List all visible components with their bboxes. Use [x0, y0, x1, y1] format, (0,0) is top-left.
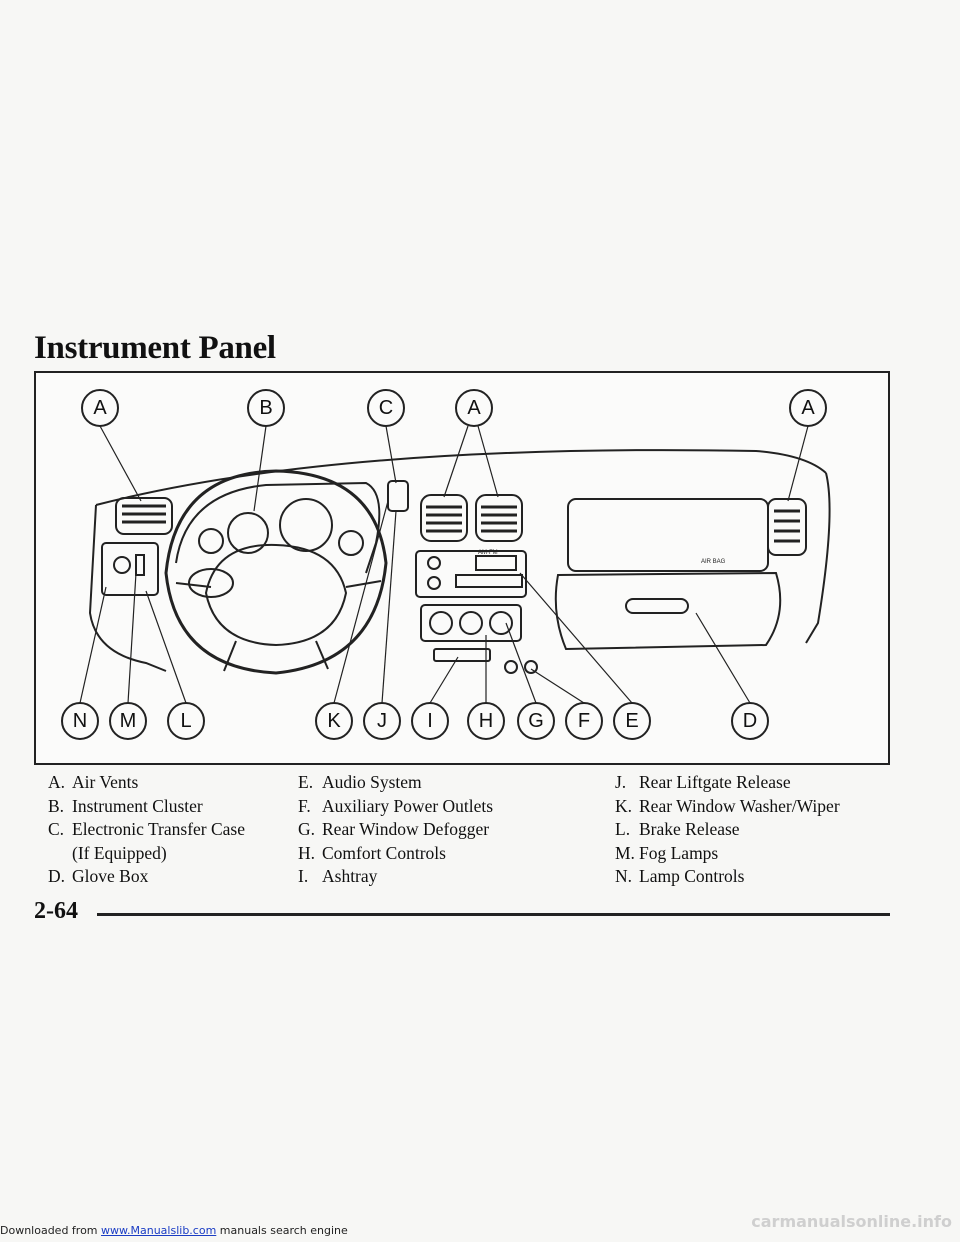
legend-key: D.: [48, 866, 66, 886]
legend-key: B.: [48, 795, 65, 816]
steering-wheel-hub: [204, 543, 348, 647]
callout-n: N: [73, 710, 87, 732]
legend-text: Glove Box: [72, 866, 149, 886]
legend-text: Auxiliary Power Outlets: [322, 795, 494, 816]
callout-m: M: [120, 710, 137, 732]
instrument-cluster-outline: [175, 481, 381, 574]
legend-key: L.: [615, 819, 631, 839]
legend-item: G. Rear Window Defogger: [298, 818, 493, 842]
speedometer: [227, 512, 269, 554]
callout-d: D: [743, 710, 757, 732]
legend-item: B. Instrument Cluster: [48, 795, 245, 819]
legend-item: D. Glove Box: [48, 865, 245, 889]
legend-text: Brake Release: [639, 819, 740, 839]
legend-item: K. Rear Window Washer/Wiper: [615, 795, 840, 819]
dash-body-outline: [88, 504, 167, 672]
download-suffix: manuals search engine: [216, 1224, 348, 1237]
legend-item: A. Air Vents: [48, 771, 245, 795]
footer-rule: [97, 913, 890, 916]
legend-key: H.: [298, 842, 316, 863]
center-vent-left: [420, 494, 468, 542]
legend-text: Fog Lamps: [639, 842, 719, 863]
legend-key: K.: [615, 795, 633, 816]
callout-g: G: [528, 710, 544, 732]
transfer-case-switch: [387, 480, 409, 512]
legend-text: Air Vents: [72, 772, 139, 792]
callout-b: B: [259, 397, 272, 419]
glove-box-handle: [625, 598, 689, 614]
legend-text: Instrument Cluster: [72, 795, 203, 816]
callout-j: J: [377, 710, 387, 732]
legend-item: I. Ashtray: [298, 865, 493, 889]
glove-box-door: [554, 571, 782, 651]
legend-key: N.: [615, 866, 633, 886]
left-vent: [115, 497, 173, 535]
left-switch-panel: [101, 542, 159, 596]
manualslib-link[interactable]: www.Manualslib.com: [101, 1224, 217, 1237]
legend-item: M.Fog Lamps: [615, 842, 840, 866]
callout-c: C: [379, 397, 393, 419]
legend-column-3: J. Rear Liftgate Release K. Rear Window Wa…: [615, 771, 840, 889]
legend-item: L. Brake Release: [615, 818, 840, 842]
legend-text: Lamp Controls: [639, 866, 745, 886]
legend-text: Rear Window Washer/Wiper: [639, 795, 840, 816]
legend-item: J. Rear Liftgate Release: [615, 771, 840, 795]
legend-text: Electronic Transfer Case: [72, 819, 246, 839]
ashtray: [433, 648, 491, 662]
callout-k: K: [327, 710, 341, 732]
dash-right-outline: [805, 472, 831, 644]
airbag-tag: AIR BAG: [701, 559, 726, 565]
right-vent: [767, 498, 807, 556]
legend-key: M.: [615, 842, 635, 863]
legend-text: Rear Window Defogger: [322, 819, 490, 839]
legend-key: E.: [298, 772, 314, 792]
radio-panel: [415, 550, 527, 598]
legend-key: J.: [615, 772, 627, 792]
legend-key: A.: [48, 772, 66, 792]
callout-f: F: [578, 710, 590, 732]
top-callouts: A B C A A: [81, 389, 827, 427]
legend-text: Ashtray: [322, 866, 378, 886]
legend-text: Comfort Controls: [322, 842, 446, 863]
page-title: Instrument Panel: [34, 330, 276, 366]
glove-box-upper: [567, 498, 769, 572]
callout-l: L: [180, 710, 191, 732]
watermark-logo: carmanualsonline.info: [751, 1212, 952, 1231]
legend-column-2: E. Audio System F. Auxiliary Power Outlets…: [298, 771, 493, 889]
page-number: 2-64: [34, 898, 78, 924]
legend-text: Rear Liftgate Release: [639, 772, 791, 792]
tachometer: [279, 498, 333, 552]
legend-key: G.: [298, 819, 316, 839]
legend-item: E. Audio System: [298, 771, 493, 795]
legend-item: N. Lamp Controls: [615, 865, 840, 889]
bottom-callouts: N M L K J I H G F E D: [61, 702, 769, 740]
legend-item: H. Comfort Controls: [298, 842, 493, 866]
callout-a-center: A: [467, 397, 481, 419]
legend-column-1: A. Air Vents B. Instrument Cluster C. Elect…: [48, 771, 245, 889]
legend-item: C. Electronic Transfer Case: [48, 818, 245, 842]
legend-key: I.: [298, 866, 309, 886]
instrument-panel-diagram: AIR BAG AM·FM A B: [34, 371, 890, 765]
legend-key: F.: [298, 795, 311, 816]
callout-i: I: [427, 710, 433, 732]
callout-a-left: A: [93, 397, 107, 419]
dash-top-line: [95, 449, 827, 506]
callout-e: E: [625, 710, 638, 732]
steering-wheel-rim: [164, 469, 388, 675]
download-footer: Downloaded from www.Manualslib.com manua…: [0, 1224, 348, 1237]
legend-item: F. Auxiliary Power Outlets: [298, 795, 493, 819]
climate-panel: [420, 604, 522, 642]
legend-item-continuation: (If Equipped): [48, 842, 245, 866]
callout-a-right: A: [801, 397, 815, 419]
legend-text: (If Equipped): [72, 842, 167, 863]
legend-key: C.: [48, 819, 65, 839]
callout-h: H: [479, 710, 493, 732]
download-prefix: Downloaded from: [0, 1224, 102, 1237]
center-vent-right: [475, 494, 523, 542]
legend-text: Audio System: [322, 772, 422, 792]
radio-label: AM·FM: [478, 550, 498, 556]
dashboard-illustration: AIR BAG AM·FM A B: [61, 389, 831, 740]
